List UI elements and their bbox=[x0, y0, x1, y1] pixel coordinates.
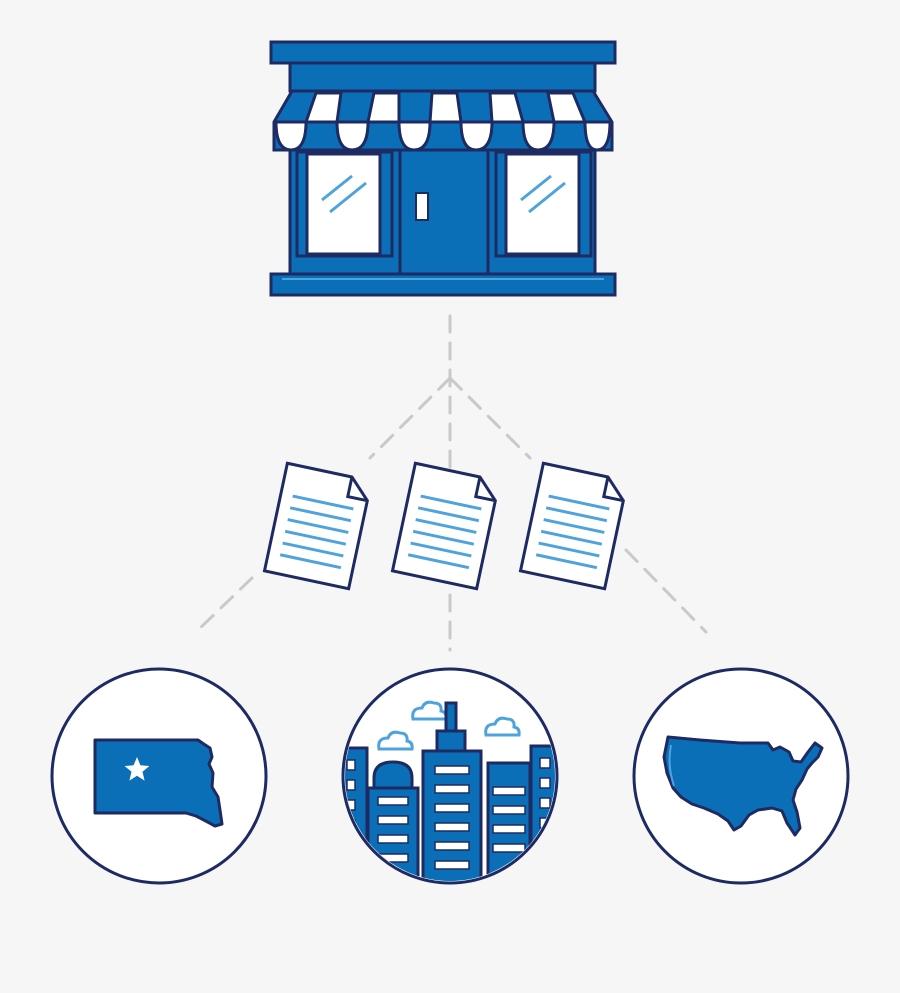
document-icon-3 bbox=[518, 461, 625, 591]
connector-doc3-nation bbox=[624, 548, 708, 634]
document-icon-1 bbox=[262, 461, 369, 591]
storefront-icon bbox=[269, 40, 617, 297]
connector-doc1-state bbox=[194, 576, 254, 634]
connector-store-doc1 bbox=[368, 376, 452, 460]
connector-store-doc3 bbox=[448, 376, 532, 460]
star-icon bbox=[124, 757, 150, 781]
city-skyline-icon bbox=[341, 667, 559, 885]
state-map-star-icon bbox=[50, 667, 268, 885]
connectors bbox=[194, 314, 708, 652]
document-icon-2 bbox=[390, 461, 497, 591]
us-map-icon bbox=[632, 667, 850, 885]
